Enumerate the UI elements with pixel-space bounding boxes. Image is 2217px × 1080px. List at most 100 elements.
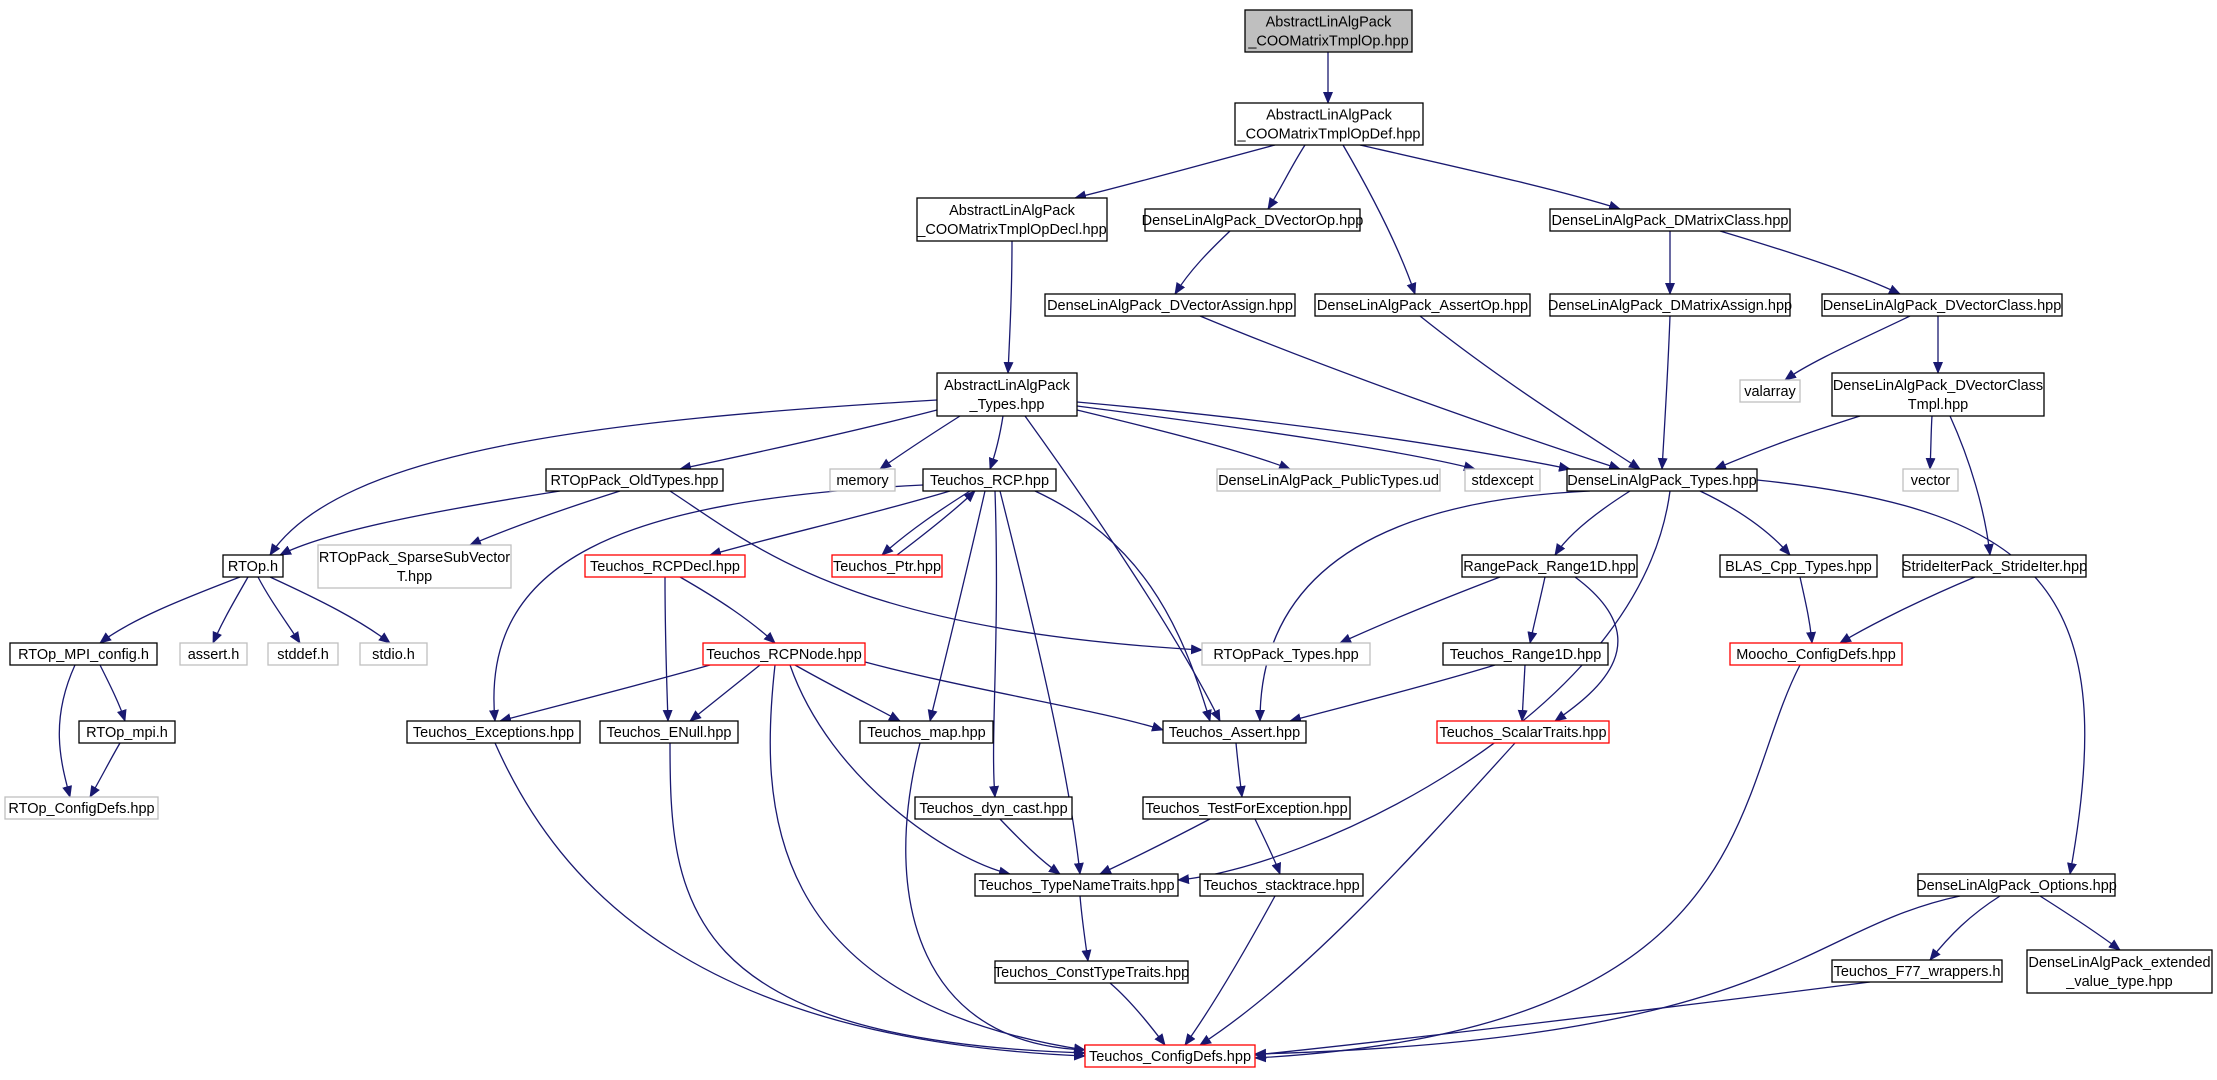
node-box bbox=[584, 554, 746, 578]
node-scalartraits[interactable]: Teuchos_ScalarTraits.hpp bbox=[1436, 720, 1610, 744]
edge-alap_types-to-dlap_types bbox=[1076, 401, 1571, 472]
node-label: Teuchos_ConfigDefs.hpp bbox=[1089, 1049, 1251, 1065]
edge-dvectorop-to-dvectorassign bbox=[1174, 230, 1231, 295]
node-box bbox=[78, 720, 176, 744]
edge-dlap_options-to-f77 bbox=[1929, 895, 2001, 961]
edge-rtop_oldtypes-to-rtoppack_types bbox=[669, 490, 1203, 655]
node-label: Teuchos_Range1D.hpp bbox=[1450, 647, 1602, 663]
node-label: Teuchos_dyn_cast.hpp bbox=[919, 801, 1067, 817]
edge-rcpnode-to-teuchos_assert bbox=[864, 661, 1164, 732]
edge-teuchos_enull-to-teuchos_configdefs bbox=[669, 742, 1086, 1058]
node-rtop_oldtypes[interactable]: RTOpPack_OldTypes.hpp bbox=[545, 468, 724, 492]
node-box bbox=[1144, 208, 1361, 232]
node-teuchos_exceptions[interactable]: Teuchos_Exceptions.hpp bbox=[406, 720, 581, 744]
edge-rcpnode-to-teuchos_configdefs bbox=[769, 664, 1086, 1054]
edge-rcpdecl-to-teuchos_enull bbox=[662, 576, 673, 722]
node-stdio_h: stdio.h bbox=[359, 642, 428, 666]
node-rtop_mpi_config[interactable]: RTOp_MPI_config.h bbox=[9, 642, 158, 666]
node-dmatrixclass[interactable]: DenseLinAlgPack_DMatrixClass.hpp bbox=[1549, 208, 1791, 232]
node-box bbox=[1464, 468, 1541, 492]
node-typenametraits[interactable]: Teuchos_TypeNameTraits.hpp bbox=[974, 873, 1179, 897]
node-moocho_config[interactable]: Moocho_ConfigDefs.hpp bbox=[1729, 642, 1903, 666]
node-label: DenseLinAlgPack_extended bbox=[2028, 955, 2210, 971]
node-label: DenseLinAlgPack_DMatrixClass.hpp bbox=[1552, 213, 1789, 229]
node-label: Teuchos_Ptr.hpp bbox=[833, 559, 941, 575]
node-teuchos_map[interactable]: Teuchos_map.hpp bbox=[859, 720, 994, 744]
node-valarray: valarray bbox=[1739, 379, 1801, 403]
node-box bbox=[1566, 468, 1758, 492]
node-range1d[interactable]: RangePack_Range1D.hpp bbox=[1461, 554, 1638, 578]
node-teuchos_rcp[interactable]: Teuchos_RCP.hpp bbox=[922, 468, 1057, 492]
edge-rtop_mpi-to-rtop_configdefs bbox=[89, 742, 121, 798]
edge-assertop-to-dlap_types bbox=[1419, 315, 1641, 470]
edge-alap_types-to-teuchos_assert bbox=[1024, 415, 1221, 722]
edge-dlap_options-to-teuchos_configdefs bbox=[1254, 895, 1961, 1059]
node-box bbox=[1719, 554, 1878, 578]
edge-coo_def-to-dvectorop bbox=[1267, 144, 1306, 210]
node-testforexception[interactable]: Teuchos_TestForException.hpp bbox=[1142, 796, 1351, 820]
edge-rcpnode-to-teuchos_exceptions bbox=[499, 664, 711, 723]
node-strideiter[interactable]: StrideIterPack_StrideIter.hpp bbox=[1902, 554, 2087, 578]
node-teuchos_range1d[interactable]: Teuchos_Range1D.hpp bbox=[1442, 642, 1609, 666]
node-label: DenseLinAlgPack_DVectorOp.hpp bbox=[1142, 213, 1364, 229]
node-label: stdio.h bbox=[372, 647, 415, 663]
edge-teuchos_map-to-teuchos_configdefs bbox=[905, 742, 1096, 1055]
node-dvectorop[interactable]: DenseLinAlgPack_DVectorOp.hpp bbox=[1142, 208, 1364, 232]
node-box bbox=[994, 960, 1189, 984]
node-rtop_configdefs: RTOp_ConfigDefs.hpp bbox=[4, 796, 159, 820]
node-assertop[interactable]: DenseLinAlgPack_AssertOp.hpp bbox=[1314, 293, 1531, 317]
node-box bbox=[4, 796, 159, 820]
edge-dvectorclass-to-valarray bbox=[1784, 315, 1911, 381]
node-rtop_h[interactable]: RTOp.h bbox=[222, 554, 284, 578]
node-blas[interactable]: BLAS_Cpp_Types.hpp bbox=[1719, 554, 1878, 578]
node-label: RTOpPack_OldTypes.hpp bbox=[551, 473, 719, 489]
node-alap_types[interactable]: AbstractLinAlgPack_Types.hpp bbox=[936, 372, 1078, 417]
node-label: DenseLinAlgPack_DMatrixAssign.hpp bbox=[1548, 298, 1792, 314]
node-box bbox=[1549, 293, 1791, 317]
node-label: Moocho_ConfigDefs.hpp bbox=[1736, 647, 1896, 663]
node-label: BLAS_Cpp_Types.hpp bbox=[1725, 559, 1872, 575]
node-dlap_types[interactable]: DenseLinAlgPack_Types.hpp bbox=[1566, 468, 1758, 492]
node-constypetraits[interactable]: Teuchos_ConstTypeTraits.hpp bbox=[994, 960, 1189, 984]
node-box bbox=[1044, 293, 1296, 317]
edge-coo_def-to-dmatrixclass bbox=[1359, 144, 1621, 211]
node-box bbox=[222, 554, 284, 578]
node-label: RTOpPack_Types.hpp bbox=[1213, 647, 1358, 663]
edge-alap_types-to-publictypes bbox=[1076, 409, 1291, 470]
node-box bbox=[317, 544, 512, 589]
edge-range1d-to-scalartraits bbox=[1554, 576, 1619, 722]
edge-rtop_h-to-stddef_h bbox=[257, 576, 301, 644]
node-teuchos_enull[interactable]: Teuchos_ENull.hpp bbox=[599, 720, 739, 744]
node-box bbox=[1549, 208, 1791, 232]
node-dvectorclass[interactable]: DenseLinAlgPack_DVectorClass.hpp bbox=[1821, 293, 2063, 317]
edge-rtop_h-to-stdio_h bbox=[269, 576, 391, 644]
edge-coo_decl-to-alap_types bbox=[1003, 240, 1014, 374]
node-teuchos_configdefs[interactable]: Teuchos_ConfigDefs.hpp bbox=[1084, 1044, 1256, 1068]
node-coo_def[interactable]: AbstractLinAlgPack_COOMatrixTmplOpDef.hp… bbox=[1234, 102, 1424, 146]
edge-rcpnode-to-typenametraits bbox=[789, 664, 1011, 877]
file-nodes: AbstractLinAlgPack_COOMatrixTmplOp.hppAb… bbox=[4, 9, 2213, 1068]
node-rtop_mpi[interactable]: RTOp_mpi.h bbox=[78, 720, 176, 744]
node-dlap_options[interactable]: DenseLinAlgPack_Options.hpp bbox=[1916, 873, 2117, 897]
node-label: Teuchos_RCPDecl.hpp bbox=[590, 559, 740, 575]
node-extended[interactable]: DenseLinAlgPack_extended_value_type.hpp bbox=[2026, 949, 2213, 994]
node-dyn_cast[interactable]: Teuchos_dyn_cast.hpp bbox=[914, 796, 1073, 820]
node-box bbox=[267, 642, 339, 666]
node-dmatrixassign[interactable]: DenseLinAlgPack_DMatrixAssign.hpp bbox=[1548, 293, 1792, 317]
node-teuchos_ptr[interactable]: Teuchos_Ptr.hpp bbox=[831, 554, 943, 578]
edge-dlap_types-to-typenametraits bbox=[1177, 490, 1671, 885]
node-rcpnode[interactable]: Teuchos_RCPNode.hpp bbox=[702, 642, 866, 666]
node-box bbox=[1201, 642, 1371, 666]
node-teuchos_assert[interactable]: Teuchos_Assert.hpp bbox=[1162, 720, 1307, 744]
node-rcpdecl[interactable]: Teuchos_RCPDecl.hpp bbox=[584, 554, 746, 578]
node-coo_decl[interactable]: AbstractLinAlgPack_COOMatrixTmplOpDecl.h… bbox=[916, 197, 1108, 242]
node-dvectorassign[interactable]: DenseLinAlgPack_DVectorAssign.hpp bbox=[1044, 293, 1296, 317]
node-stacktrace[interactable]: Teuchos_stacktrace.hpp bbox=[1199, 873, 1364, 897]
edge-rtop_mpi_config-to-rtop_mpi bbox=[99, 664, 127, 722]
node-label: vector bbox=[1911, 473, 1951, 489]
edge-dlap_options-to-extended bbox=[2039, 895, 2121, 951]
node-f77[interactable]: Teuchos_F77_wrappers.h bbox=[1831, 959, 2003, 983]
node-label: _COOMatrixTmplOpDecl.hpp bbox=[916, 222, 1106, 238]
